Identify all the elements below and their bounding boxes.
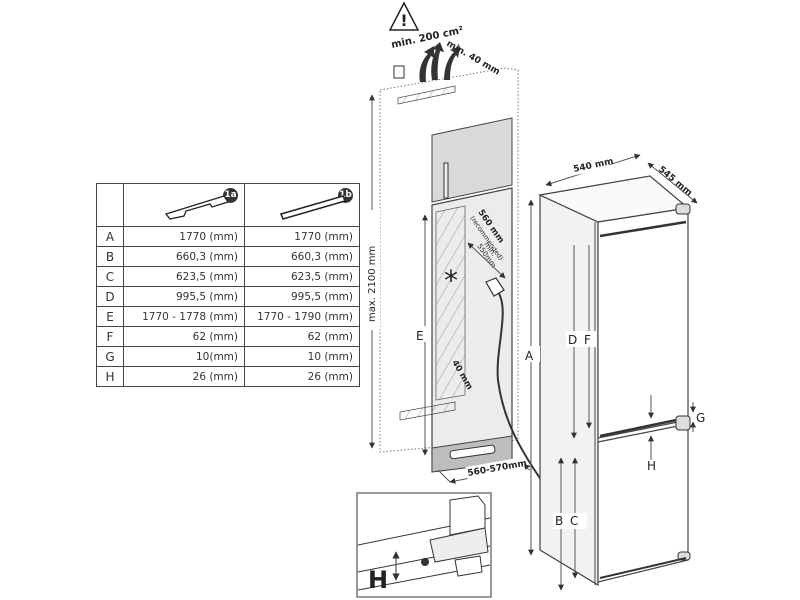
row-key: F — [96, 326, 124, 347]
dimension-H-label: H — [647, 459, 656, 473]
row-key: C — [96, 266, 124, 287]
plinth-grille — [449, 444, 496, 460]
value-1b: 1770 (mm) — [244, 226, 360, 247]
max-height-label: max. 2100 mm — [367, 246, 378, 322]
value-1a: 62 (mm) — [123, 326, 245, 347]
column-header-1b: 1b — [244, 183, 360, 227]
value-1a: 10(mm) — [123, 346, 245, 367]
middle-hinge — [675, 415, 691, 431]
detail-H-label: H — [368, 566, 388, 594]
upper-cabinet-door — [431, 117, 513, 203]
value-1b: 623,5 (mm) — [244, 266, 360, 287]
value-1b: 62 (mm) — [244, 326, 360, 347]
top-vent-strip — [397, 85, 456, 105]
power-plug — [485, 277, 505, 297]
asterisk-marker: * — [444, 264, 458, 297]
rail-1b-icon — [279, 195, 347, 220]
table-header-row: 1a 1b — [96, 183, 360, 227]
value-1b: 26 (mm) — [244, 366, 360, 387]
value-1b: 995,5 (mm) — [244, 286, 360, 307]
power-cable — [496, 291, 549, 491]
min-depth-arrow — [467, 242, 506, 279]
door-handle — [443, 162, 449, 199]
ventilation-arrows-icon — [419, 42, 460, 82]
row-key: B — [96, 246, 124, 267]
value-1a: 1770 (mm) — [123, 226, 245, 247]
dimension-C-label: C — [570, 514, 578, 528]
row-key: E — [96, 306, 124, 327]
value-1b: 1770 - 1790 (mm) — [244, 306, 360, 327]
cabinet-outline — [379, 67, 519, 453]
fridge-front-lower — [597, 423, 689, 583]
row-key: D — [96, 286, 124, 307]
value-1a: 623,5 (mm) — [123, 266, 245, 287]
row-key: H — [96, 366, 124, 387]
dimension-B-label: B — [555, 514, 563, 528]
hinge-detail-inset: H — [356, 492, 492, 598]
bottom-hinge — [677, 551, 691, 561]
value-1a: 660,3 (mm) — [123, 246, 245, 267]
appliance-depth-dimension — [647, 162, 698, 204]
svg-text:!: ! — [400, 11, 407, 30]
row-key: G — [96, 346, 124, 367]
value-1b: 660,3 (mm) — [244, 246, 360, 267]
bracket-1a-icon — [164, 195, 230, 220]
value-1a: 26 (mm) — [123, 366, 245, 387]
dimension-D-label: D — [568, 333, 577, 347]
side-panel-hatched — [435, 205, 466, 401]
value-1a: 995,5 (mm) — [123, 286, 245, 307]
dimension-E-label: E — [416, 329, 424, 343]
value-1a: 1770 - 1778 (mm) — [123, 306, 245, 327]
top-hinge — [675, 203, 691, 215]
dimension-G-label: G — [696, 411, 705, 425]
fridge-front-upper — [597, 207, 689, 439]
table-corner-cell — [96, 183, 124, 227]
column-header-1a: 1a — [123, 183, 245, 227]
dimension-A-label: A — [525, 349, 534, 363]
dimension-F-label: F — [584, 333, 591, 347]
niche-cabinet — [379, 67, 549, 491]
warning-icon: ! — [388, 1, 420, 31]
fridge-appliance — [538, 175, 691, 587]
value-1b: 10 (mm) — [244, 346, 360, 367]
electrical-socket-icon — [393, 65, 405, 79]
row-key: A — [96, 226, 124, 247]
